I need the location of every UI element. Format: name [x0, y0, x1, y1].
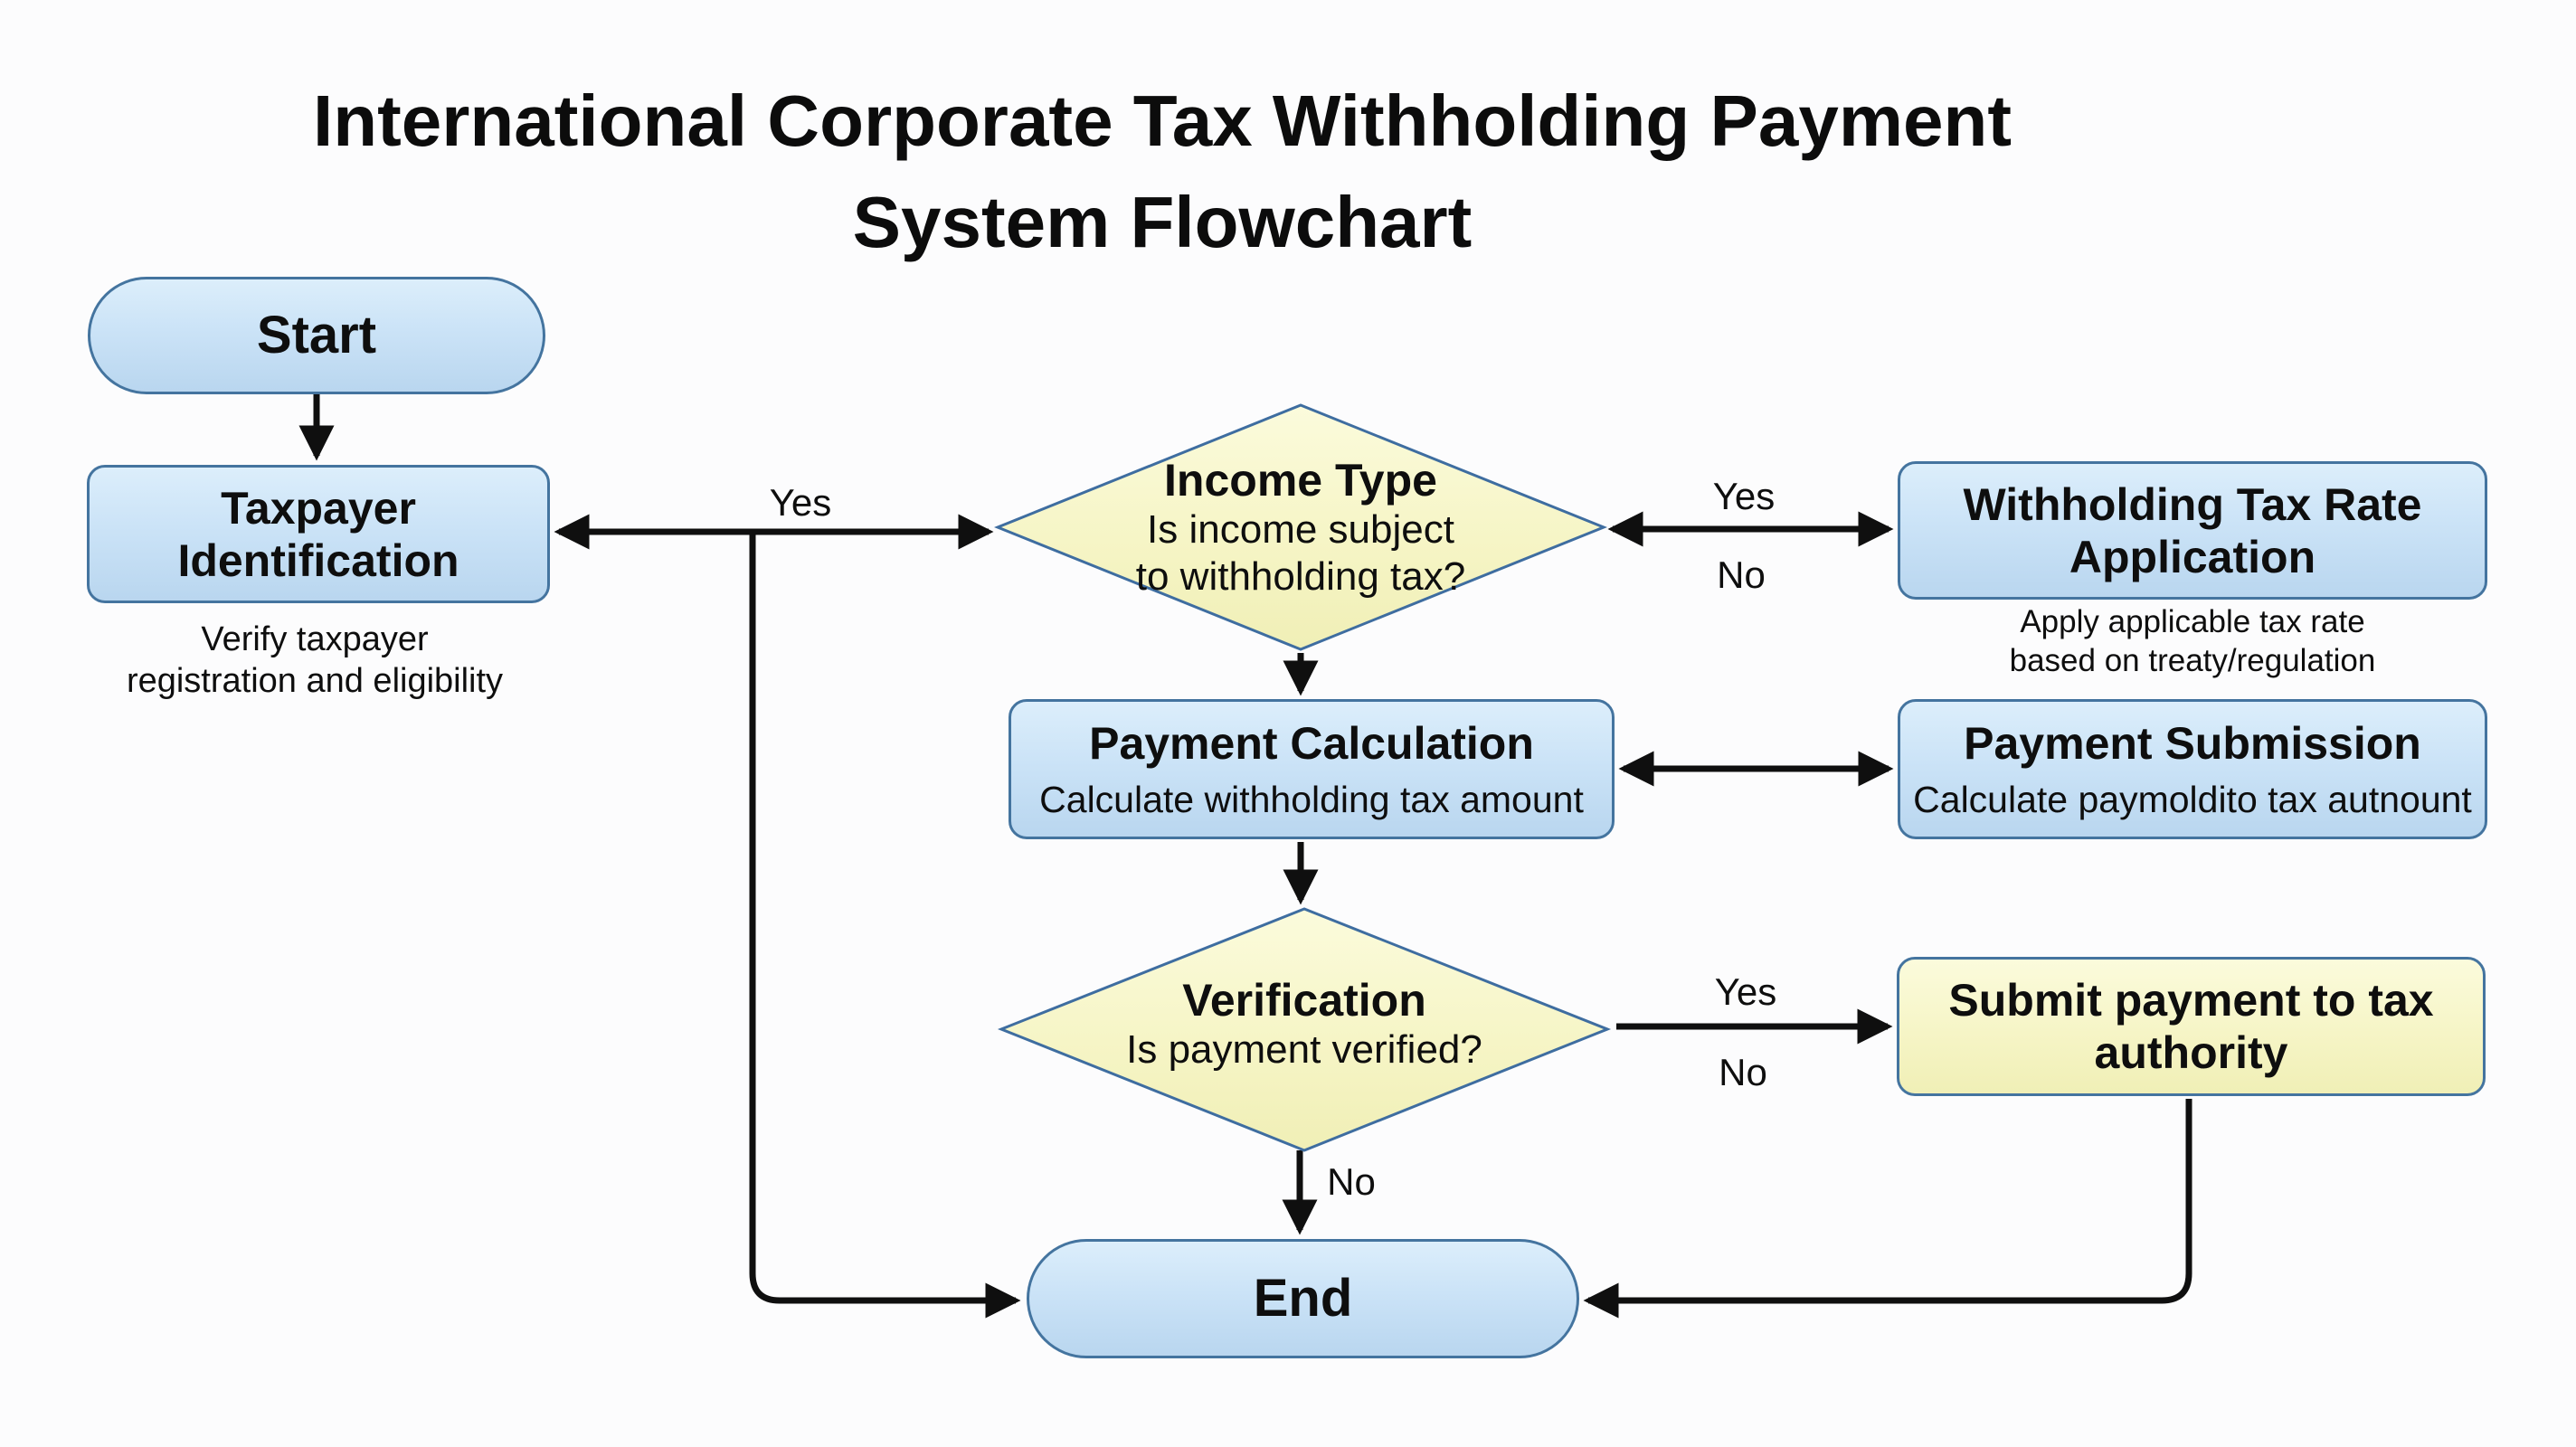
page-title-line1: International Corporate Tax Withholding …: [313, 80, 2012, 161]
income-type-title: Income Type: [1164, 455, 1437, 506]
edge-label-taxpayer-income-yes: Yes: [769, 481, 832, 524]
payment-calculation-subtitle: Calculate withholding tax amount: [1039, 778, 1584, 820]
taxpayer-note-line1: Verify taxpayer: [201, 620, 429, 658]
income-type-diamond-shape: [993, 403, 1608, 651]
withholding-tax-rate-note: Apply applicable tax rate based on treat…: [1894, 602, 2491, 680]
verification-title: Verification: [1182, 974, 1426, 1026]
start-node: Start: [88, 277, 545, 394]
end-label: End: [1253, 1269, 1353, 1328]
taxpayer-identification-note: Verify taxpayer registration and eligibi…: [43, 619, 586, 702]
withholding-note-line2: based on treaty/regulation: [2009, 643, 2376, 678]
edge-branch-to-end: [749, 532, 1021, 1319]
submit-payment-title-line1: Submit payment to tax: [1948, 975, 2434, 1026]
payment-calculation-node: Payment Calculation Calculate withholdin…: [1009, 699, 1615, 839]
submit-payment-title-line2: authority: [2094, 1027, 2288, 1078]
payment-submission-subtitle: Calculate paymoldito tax autnount: [1913, 778, 2472, 820]
taxpayer-identification-title-line1: Taxpayer: [221, 482, 416, 534]
verification-question: Is payment verified?: [1126, 1026, 1482, 1072]
edge-label-income-withholding-no: No: [1717, 553, 1766, 596]
edge-label-verification-end-no: No: [1327, 1160, 1376, 1203]
verification-diamond-shape: [997, 907, 1612, 1152]
submit-payment-node: Submit payment to tax authority: [1897, 957, 2486, 1096]
payment-submission-node: Payment Submission Calculate paymoldito …: [1898, 699, 2487, 839]
start-label: Start: [256, 306, 377, 364]
income-type-question-line2: to withholding tax?: [1135, 554, 1466, 599]
edge-label-income-withholding-yes: Yes: [1712, 475, 1776, 517]
withholding-tax-rate-node: Withholding Tax Rate Application: [1898, 461, 2487, 600]
taxpayer-identification-title-line2: Identification: [177, 534, 459, 586]
income-type-question-line1: Is income subject: [1147, 507, 1454, 552]
taxpayer-identification-node: Taxpayer Identification: [87, 465, 550, 603]
payment-submission-title: Payment Submission: [1964, 717, 2421, 769]
withholding-note-line1: Apply applicable tax rate: [2020, 604, 2365, 639]
edge-label-verification-submit-no: No: [1719, 1051, 1767, 1093]
taxpayer-note-line2: registration and eligibility: [126, 662, 504, 700]
edge-submit-payment-to-end: [1583, 1099, 2192, 1319]
withholding-title-line2: Application: [2069, 531, 2316, 582]
end-node: End: [1027, 1239, 1579, 1358]
verification-node: Verification Is payment verified?: [1001, 909, 1607, 1150]
payment-calculation-title: Payment Calculation: [1089, 717, 1534, 769]
withholding-title-line1: Withholding Tax Rate: [1963, 478, 2422, 530]
edge-label-verification-submit-yes: Yes: [1714, 970, 1777, 1013]
page-title-line2: System Flowchart: [852, 182, 1473, 262]
page-title: International Corporate Tax Withholding …: [0, 71, 2325, 273]
income-type-node: Income Type Is income subject to withhol…: [998, 405, 1604, 649]
